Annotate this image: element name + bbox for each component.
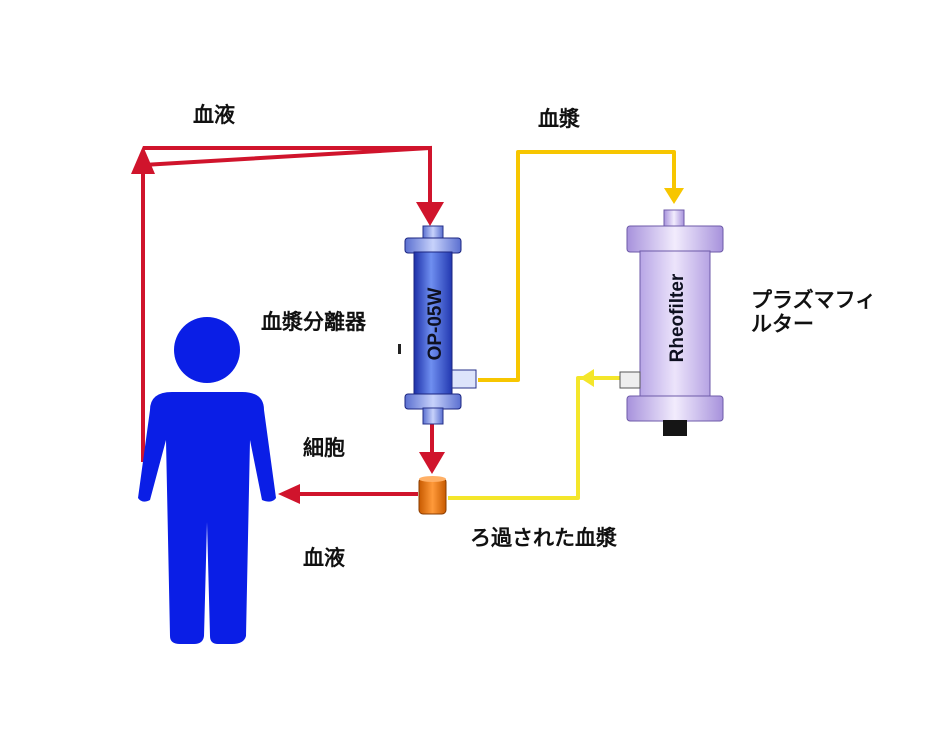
plasma-filter-device: [619, 209, 724, 436]
blood-arrow-down-icon: [416, 202, 444, 226]
separator-model-label: OP-05W: [425, 288, 446, 361]
filtered-plasma-line: [448, 376, 620, 500]
label-plasma-filter-line2: ルター: [751, 312, 814, 337]
label-plasma-filter: プラズマフィ ルター: [751, 288, 876, 336]
filter-model-label: Rheofilter: [667, 273, 688, 362]
label-plasma-filter-line1: プラズマフィ: [751, 288, 877, 312]
label-filtered-plasma: ろ過された血漿: [470, 526, 617, 550]
plasma-line-to-filter: [478, 150, 676, 382]
patient-figure-icon: [138, 317, 276, 644]
label-blood-top: 血液: [193, 103, 235, 127]
blood-line-to-separator: [141, 145, 432, 462]
label-cells: 細胞: [303, 436, 345, 460]
plasma-arrow-down-icon: [664, 188, 684, 204]
collector-cup-icon: [418, 476, 447, 515]
plasma-separator-device: [404, 225, 477, 425]
blood-arrow-up-icon: [131, 146, 155, 174]
label-blood-bottom: 血液: [303, 546, 345, 570]
stray-mark: [398, 344, 401, 354]
label-plasma-top: 血漿: [538, 107, 580, 131]
label-plasma-separator: 血漿分離器: [261, 310, 366, 334]
filtered-plasma-arrow-left-icon: [580, 369, 594, 387]
blood-return-arrow-left-icon: [278, 484, 300, 504]
cells-arrow-down-icon: [419, 452, 445, 474]
